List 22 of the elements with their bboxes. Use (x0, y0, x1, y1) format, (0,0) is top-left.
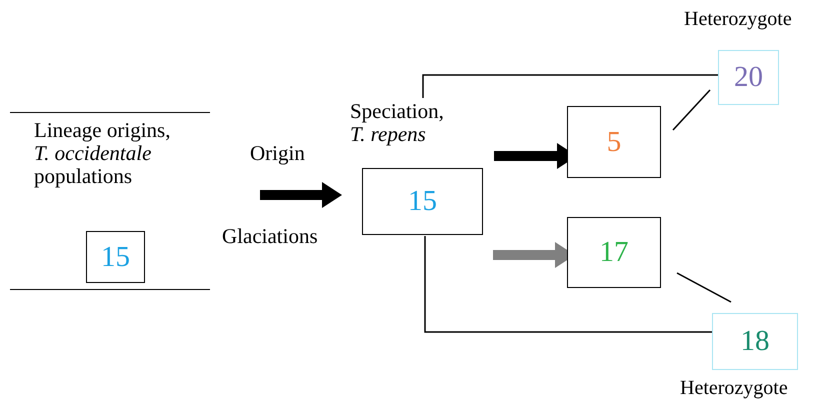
connector-line (422, 74, 718, 98)
node-caption: Heterozygote (680, 377, 788, 400)
note-text: Glaciations (222, 225, 318, 248)
population-count: 15 (407, 184, 438, 219)
population-count: 18 (740, 325, 770, 358)
count-box (718, 50, 779, 105)
block-arrow (260, 182, 342, 208)
population-count: 17 (600, 236, 628, 269)
node-caption: Heterozygote (684, 8, 792, 31)
count-box (567, 106, 661, 178)
population-count: 15 (101, 240, 130, 274)
count-box (567, 217, 661, 288)
count-box (86, 231, 145, 283)
lineage-text: Lineage origins, T. occidentale populations (34, 119, 172, 188)
connector-line (424, 236, 712, 333)
population-count: 5 (606, 126, 622, 158)
node-heading: Speciation, T. repens (350, 100, 445, 146)
ruled-band (10, 112, 210, 290)
connector-line (676, 272, 732, 303)
population-count: 20 (734, 61, 763, 94)
connector-line (672, 90, 711, 130)
count-box (712, 313, 798, 370)
